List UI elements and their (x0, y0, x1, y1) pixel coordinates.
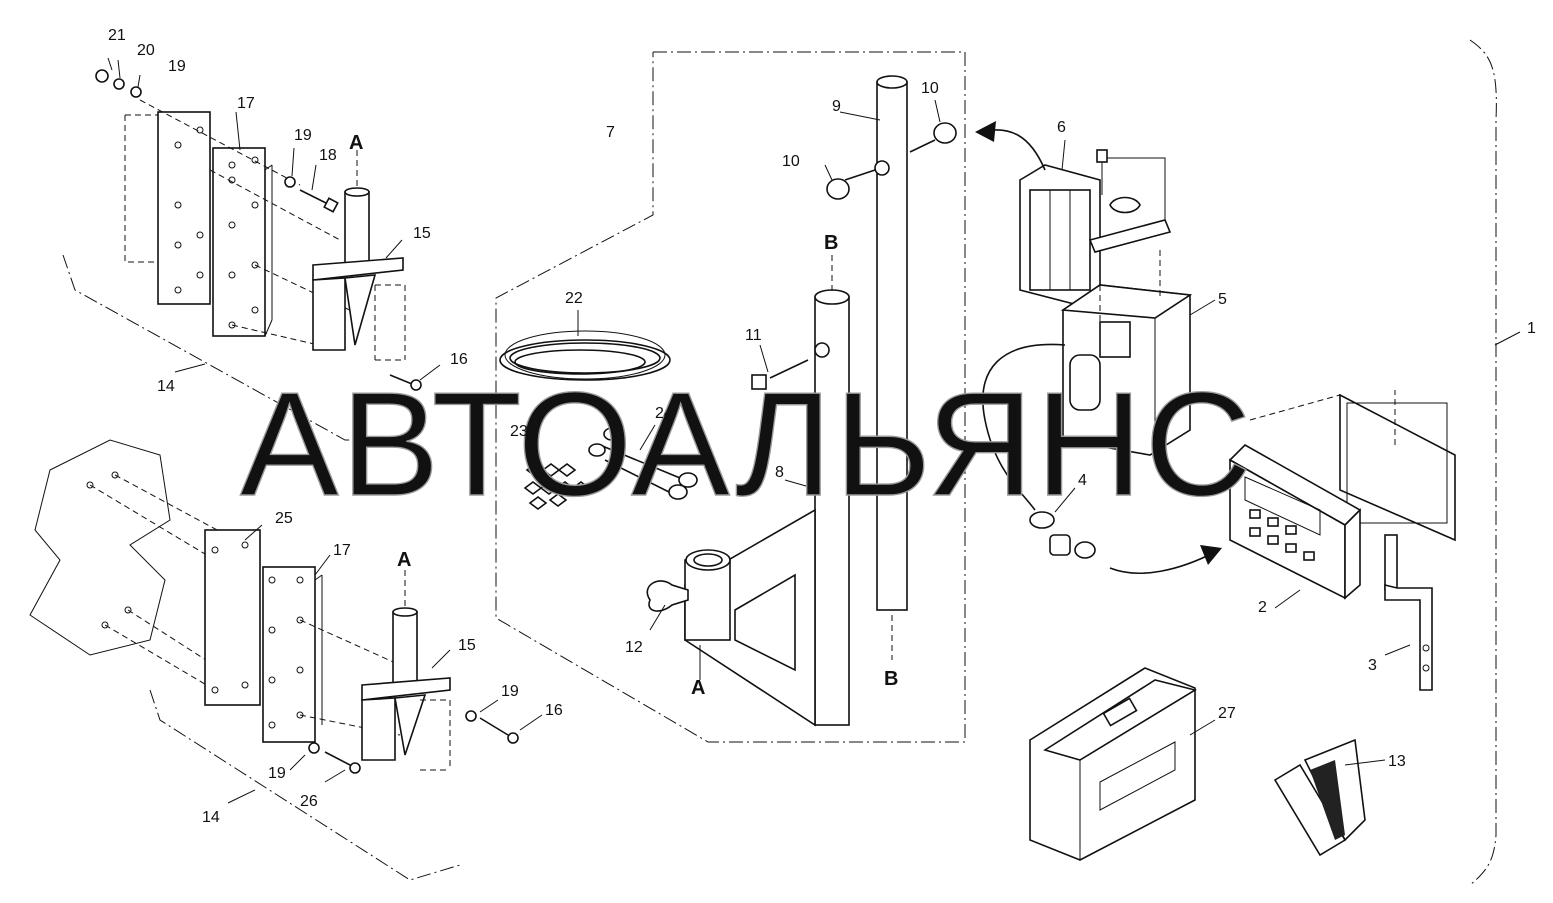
section-marks: A A A B B (349, 132, 898, 699)
callout-6: 6 (1057, 119, 1066, 136)
callout-17-upper: 17 (237, 95, 255, 112)
callout-21: 21 (108, 27, 126, 44)
callout-16-lower: 16 (545, 702, 563, 719)
callout-23: 23 (510, 423, 528, 440)
callout-22: 22 (565, 290, 583, 307)
spacer-plate-17-upper (212, 147, 266, 337)
controller-assembly (1228, 331, 1521, 691)
spacer-plate-17-lower (262, 566, 316, 743)
callout-labels: 1 2 3 4 5 6 7 8 9 10 10 11 12 13 14 14 1… (108, 27, 1536, 826)
bracket-assembly-lower (29, 439, 543, 881)
mounting-plate-upper (157, 111, 211, 305)
callout-15-lower: 15 (458, 637, 476, 654)
callout-20: 20 (137, 42, 155, 59)
callout-4: 4 (1078, 472, 1087, 489)
kit-7-contents (499, 75, 957, 727)
callout-14-upper: 14 (157, 378, 175, 395)
manual-booklet (1273, 738, 1386, 857)
section-a-clamp: A (691, 677, 705, 699)
callout-17-lower: 17 (333, 542, 351, 559)
callout-1: 1 (1527, 320, 1536, 337)
callout-24: 24 (655, 405, 673, 422)
callout-25: 25 (275, 510, 293, 527)
mounting-plate-25 (204, 529, 261, 706)
callout-16-upper: 16 (450, 351, 468, 368)
callout-2: 2 (1258, 599, 1267, 616)
callout-12: 12 (625, 639, 643, 656)
callout-19-washer-lower: 19 (268, 765, 286, 782)
callout-10-left: 10 (782, 153, 800, 170)
section-a-lower: A (397, 549, 411, 571)
callout-10-right: 10 (921, 80, 939, 97)
section-b-top: B (824, 232, 838, 254)
callout-19-bolt-upper: 19 (294, 127, 312, 144)
callout-26: 26 (300, 793, 318, 810)
section-b-bottom: B (884, 668, 898, 690)
callout-7: 7 (606, 124, 615, 141)
kit-boundary-7 (495, 51, 966, 743)
callout-8: 8 (775, 464, 784, 481)
callout-5: 5 (1218, 291, 1227, 308)
callout-15-upper: 15 (413, 225, 431, 242)
section-a-upper: A (349, 132, 363, 154)
watermark-text: АВТОАЛЬЯНС (240, 362, 1253, 527)
callout-19-bolt-lower: 19 (501, 683, 519, 700)
callout-27: 27 (1218, 705, 1236, 722)
sensor-assembly (975, 121, 1222, 574)
callout-9: 9 (832, 98, 841, 115)
bracket-assembly-upper (62, 57, 441, 441)
callout-18: 18 (319, 147, 337, 164)
callout-13: 13 (1388, 753, 1406, 770)
callout-19-washer-top: 19 (168, 58, 186, 75)
carry-case (1029, 667, 1216, 861)
callout-14-lower: 14 (202, 809, 220, 826)
callout-3: 3 (1368, 657, 1377, 674)
kit-boundary-1 (1469, 39, 1497, 886)
callout-11: 11 (745, 327, 762, 344)
